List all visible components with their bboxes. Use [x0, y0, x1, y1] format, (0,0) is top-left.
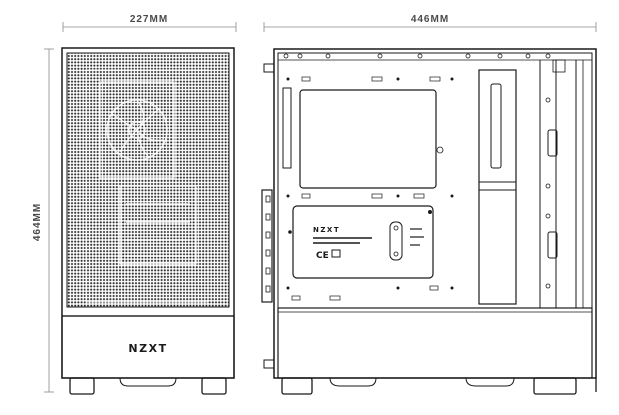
front-view: NZXT: [62, 48, 234, 394]
rear-io-brackets: [262, 64, 291, 368]
height-label: 464MM: [32, 203, 43, 241]
side-view: NZXT CE: [262, 49, 596, 394]
front-brand-logo: NZXT: [128, 342, 167, 355]
side-feet: [282, 378, 596, 394]
width-dimension: 227MM: [63, 14, 236, 32]
depth-label: 446MM: [411, 14, 449, 25]
depth-dimension: 446MM: [264, 14, 596, 32]
cert-mark: CE: [316, 251, 329, 261]
height-dimension: 464MM: [32, 49, 54, 392]
drive-cage: [479, 70, 516, 304]
psu-shroud: [278, 308, 592, 378]
side-brand-logo: NZXT: [313, 226, 340, 234]
front-mesh-panel: [67, 53, 229, 307]
width-label: 227MM: [130, 14, 168, 25]
top-screws: [284, 54, 550, 58]
psu-label-plate: NZXT CE: [293, 206, 433, 278]
front-side-rail: [540, 60, 583, 308]
cpu-cutout: [300, 90, 436, 188]
front-feet: [70, 378, 226, 394]
